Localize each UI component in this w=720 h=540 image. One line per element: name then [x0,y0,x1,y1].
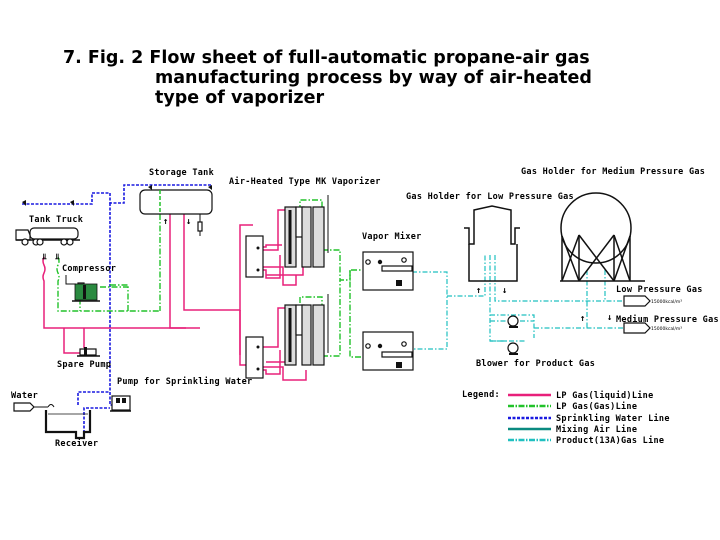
vapor-mixer-lower [362,331,414,371]
tank-truck: ⫫ ⫫ [15,227,80,261]
svg-text:↑: ↑ [580,314,586,324]
svg-text:⫫: ⫫ [41,252,48,261]
up-arrow-icon: ↑ [163,217,169,227]
legend-label: Sprinkling Water Line [556,413,670,424]
label-vapor-mixer: Vapor Mixer [362,231,422,242]
gas-holder-medium [560,192,645,282]
label-low-pressure-spec: 15000kcal/m³ [651,299,682,305]
svg-text:⫫: ⫫ [54,252,61,261]
down-arrow-icon: ↓ [186,217,192,227]
legend-item-lp-liquid: LP Gas(liquid)Line [508,390,654,401]
label-compressor: Compressor [62,264,116,274]
sprinkling-water-lines [22,184,212,433]
title-line-3: type of vaporizer [155,88,325,108]
label-storage-tank: Storage Tank [149,168,214,178]
legend-label: LP Gas(liquid)Line [556,390,654,401]
label-medium-pressure-spec: 15000kcal/m³ [651,326,682,332]
storage-tank: ↑ ↓ [139,189,213,236]
figure-title: 7. Fig. 2 Flow sheet of full-automatic p… [63,48,592,108]
legend-title: Legend: [462,390,500,400]
legend-item-mixing-air: Mixing Air Line [508,424,637,435]
water-inlet [13,402,55,412]
label-blower: Blower for Product Gas [476,359,595,369]
legend-label: LP Gas(Gas)Line [556,401,637,412]
label-gas-holder-medium: Gas Holder for Medium Pressure Gas [521,166,705,177]
legend-label: Product(13A)Gas Line [556,435,664,446]
medium-pressure-outlet [623,322,651,334]
svg-text:↓: ↓ [607,313,613,323]
sprinkling-pump [110,395,131,412]
label-vaporizer: Air-Heated Type MK Vaporizer [229,176,381,187]
legend-item-lp-gas: LP Gas(Gas)Line [508,401,637,412]
svg-text:↓: ↓ [502,286,508,296]
compressor [65,275,100,302]
label-medium-pressure-gas: Medium Pressure Gas [616,314,719,325]
title-line-1: 7. Fig. 2 Flow sheet of full-automatic p… [63,48,590,68]
label-tank-truck: Tank Truck [29,215,83,225]
vaporizer-upper [245,195,329,278]
product-gas-lines [412,255,624,350]
legend-item-product-gas: Product(13A)Gas Line [508,435,664,446]
legend: Legend: LP Gas(liquid)Line LP Gas(Gas)Li… [462,390,670,446]
gas-holder-low: ↑ ↓ [464,205,520,296]
legend-item-sprinkling-water: Sprinkling Water Line [508,413,670,424]
vapor-mixer-upper [362,251,414,291]
low-pressure-outlet [623,295,651,307]
label-water: Water [11,391,38,401]
label-low-pressure-gas: Low Pressure Gas [616,285,703,295]
svg-text:↑: ↑ [476,286,482,296]
blower-lower [507,342,519,355]
blower-upper [507,315,519,328]
title-line-2: manufacturing process by way of air-heat… [155,68,592,88]
legend-label: Mixing Air Line [556,424,637,435]
label-spare-pump: Spare Pump [57,360,111,370]
spare-pump [77,347,100,357]
vaporizer-lower [245,294,329,379]
label-receiver: Receiver [55,438,98,449]
receiver [44,410,92,440]
label-gas-holder-low: Gas Holder for Low Pressure Gas [406,192,574,202]
label-sprinkling-pump: Pump for Sprinkling Water [117,376,252,387]
